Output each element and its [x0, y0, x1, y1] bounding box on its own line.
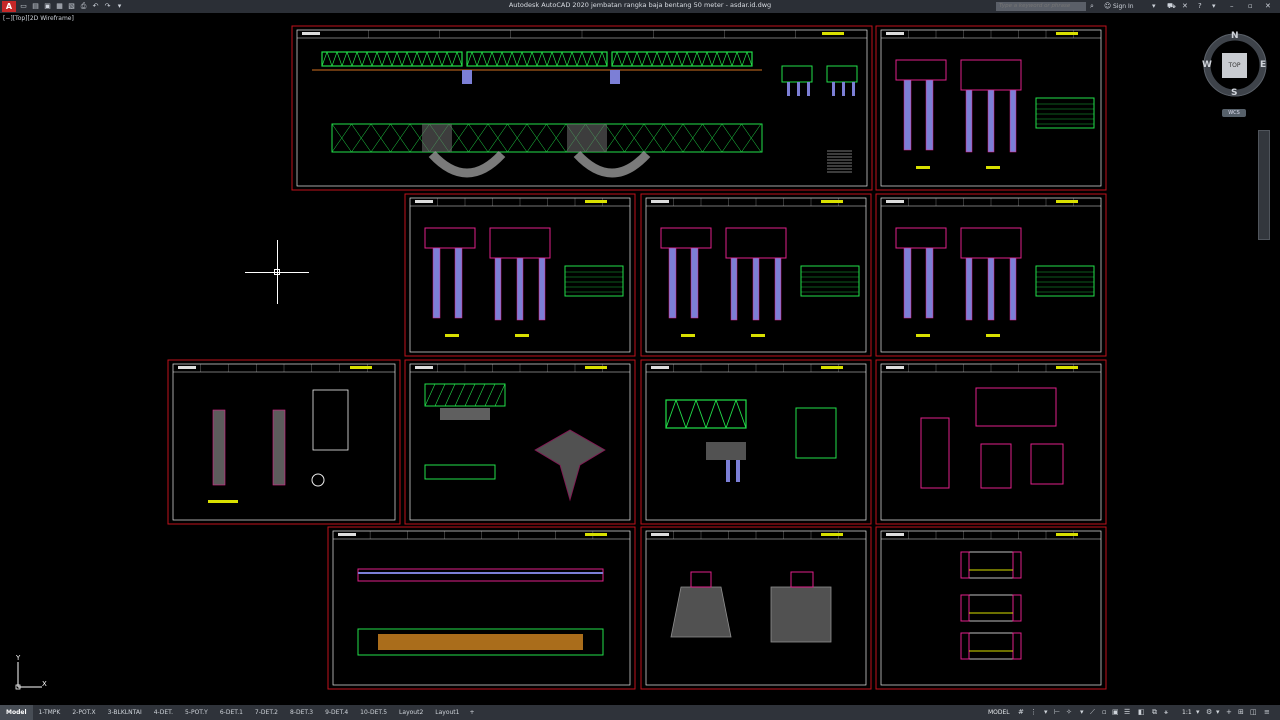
redo-icon[interactable]: ↷ [104, 2, 111, 10]
grid-icon[interactable]: # [1018, 708, 1024, 716]
user-icon[interactable]: ☺ [1104, 2, 1112, 10]
customization-icon[interactable]: ≡ [1264, 708, 1270, 716]
drawing-sheet [640, 526, 872, 690]
isodraft-icon[interactable]: ⟋ [1090, 708, 1095, 716]
layout-tab-layout1[interactable]: Layout1 [435, 709, 460, 716]
layout-tab-8-det-3[interactable]: 8-DET.3 [290, 709, 314, 716]
quick-access-dropdown-icon[interactable]: ▾ [117, 2, 122, 10]
layout-tab-1-tmpk[interactable]: 1-TMPK [38, 709, 61, 716]
drawing-canvas[interactable] [0, 13, 1280, 705]
annotation-scale-button[interactable]: 1:1 [1182, 709, 1192, 716]
drawing-sheet [167, 359, 401, 525]
minimize-icon[interactable]: – [1230, 2, 1234, 10]
model-space-button[interactable]: MODEL [988, 709, 1010, 716]
annotation-visibility-icon[interactable]: ⚹ [1164, 708, 1169, 716]
search-input[interactable] [996, 2, 1086, 11]
ucs-y-label: Y [16, 654, 21, 662]
polar-icon[interactable]: ✧ [1066, 708, 1072, 716]
compass-west[interactable]: W [1202, 60, 1212, 70]
workspace-switch-icon[interactable]: ⚙ [1206, 708, 1213, 716]
transparency-icon[interactable]: ◧ [1138, 708, 1145, 716]
selection-cycling-icon[interactable]: ⧉ [1152, 708, 1157, 716]
drawing-sheet [640, 359, 872, 525]
window-title: Autodesk AutoCAD 2020 jembatan rangka ba… [508, 1, 772, 9]
drawing-sheet [291, 25, 873, 191]
annotation-monitor-icon[interactable]: + [1226, 708, 1232, 716]
search-icon[interactable]: ⌕ [1090, 2, 1094, 10]
clean-screen-icon[interactable]: ◫ [1250, 708, 1257, 716]
layout-tab-9-det-4[interactable]: 9-DET.4 [325, 709, 349, 716]
layout-tab-6-det-1[interactable]: 6-DET.1 [219, 709, 243, 716]
object-snap-icon[interactable]: ▫ [1102, 708, 1107, 716]
polar-dropdown-icon[interactable]: ▾ [1080, 708, 1084, 716]
ucs-x-label: X [42, 680, 47, 688]
snap-dropdown-icon[interactable]: ▾ [1044, 708, 1048, 716]
autocad-logo-button[interactable]: A [2, 1, 16, 12]
lineweight-icon[interactable]: ☰ [1124, 708, 1131, 716]
viewport-controls-label[interactable]: [−][Top][2D Wireframe] [3, 15, 74, 22]
print-icon[interactable]: ⎙ [80, 2, 87, 10]
drawing-sheet [875, 193, 1107, 357]
layout-tab-3-blklntai[interactable]: 3-BLKLNTAI [107, 709, 142, 716]
save-icon[interactable]: ▣ [44, 2, 51, 10]
drawing-sheet [640, 193, 872, 357]
cart-icon[interactable]: ⛟ [1167, 2, 1176, 10]
exchange-icon[interactable]: ✕ [1182, 2, 1188, 10]
ucs-icon [15, 662, 42, 690]
drawing-sheet [875, 25, 1107, 191]
compass-east[interactable]: E [1260, 60, 1267, 70]
object-snap-tracking-icon[interactable]: ▣ [1112, 708, 1119, 716]
ortho-icon[interactable]: ⊢ [1054, 708, 1061, 716]
sign-in-link[interactable]: Sign In [1113, 3, 1134, 10]
close-icon[interactable]: ✕ [1265, 2, 1271, 10]
drawing-sheets [167, 25, 1107, 690]
layout-tabs: Model 1-TMPK 2-POT.X 3-BLKLNTAI 4-DET. 5-POT.… [0, 705, 465, 720]
view-cube[interactable]: N S E W TOP [1200, 30, 1270, 100]
web-mobile-icon[interactable]: ▧ [68, 2, 75, 10]
layout-tab-4-det-[interactable]: 4-DET. [153, 709, 173, 716]
maximize-icon[interactable]: ▫ [1248, 2, 1253, 10]
scale-dropdown-icon[interactable]: ▾ [1196, 708, 1200, 716]
sign-in-dropdown-icon[interactable]: ▾ [1152, 2, 1156, 10]
compass-ring-icon [1203, 33, 1267, 97]
workspace-dropdown-icon[interactable]: ▾ [1216, 708, 1220, 716]
help-dropdown-icon[interactable]: ▾ [1212, 2, 1216, 10]
layout-tab-layout2[interactable]: Layout2 [399, 709, 424, 716]
compass-north[interactable]: N [1231, 31, 1239, 41]
layout-tab-model[interactable]: Model [0, 705, 33, 720]
view-cube-top-face[interactable]: TOP [1222, 53, 1247, 78]
status-bar: Model 1-TMPK 2-POT.X 3-BLKLNTAI 4-DET. 5-POT.… [0, 705, 1280, 720]
wcs-menu-button[interactable]: WCS [1222, 109, 1246, 117]
layout-tab-5-pot-y[interactable]: 5-POT.Y [184, 709, 208, 716]
save-as-icon[interactable]: ▦ [56, 2, 63, 10]
drawing-sheet [404, 193, 636, 357]
snap-icon[interactable]: ⋮ [1030, 708, 1037, 716]
compass-south[interactable]: S [1231, 88, 1238, 98]
drawing-sheet [327, 526, 636, 690]
layout-tab-10-det-5[interactable]: 10-DET.5 [360, 709, 388, 716]
help-icon[interactable]: ? [1198, 2, 1202, 10]
add-layout-icon[interactable]: + [469, 709, 475, 716]
undo-icon[interactable]: ↶ [92, 2, 99, 10]
layout-tab-2-pot-x[interactable]: 2-POT.X [72, 709, 96, 716]
new-file-icon[interactable]: ▭ [20, 2, 27, 10]
open-folder-icon[interactable]: ▤ [32, 2, 39, 10]
layout-tab-7-det-2[interactable]: 7-DET.2 [254, 709, 278, 716]
drawing-sheet [875, 359, 1107, 525]
drawing-sheet [875, 526, 1107, 690]
units-icon[interactable]: ⊞ [1238, 708, 1244, 716]
title-bar: A ▭ ▤ ▣ ▦ ▧ ⎙ ↶ ↷ ▾ Autodesk AutoCAD 202… [0, 0, 1280, 13]
navigation-bar[interactable] [1258, 130, 1270, 240]
drawing-sheet [404, 359, 636, 525]
